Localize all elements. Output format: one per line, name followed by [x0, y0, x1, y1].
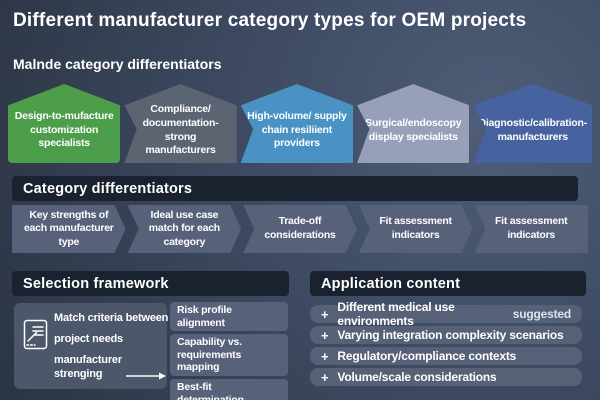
differentiator-steps-row: Key strengths of each manufacturer type … — [12, 205, 588, 253]
category-card-compliance: Compliance/ documentation-strong manufac… — [124, 84, 237, 163]
step-trade-off: Trade-off considerations — [243, 205, 357, 253]
framework-outputs-column: Risk profile alignment Capability vs. re… — [170, 302, 288, 400]
app-item-regulatory-contexts: + Regulatory/compliance contexts — [310, 347, 582, 365]
plus-icon: + — [321, 306, 329, 322]
criteria-line: Match criteria between — [54, 312, 169, 324]
manufacturer-category-row: Design-to-mufacture customization specia… — [8, 84, 593, 163]
output-risk-profile: Risk profile alignment — [170, 302, 288, 332]
app-item-text: Volume/scale considerations — [337, 370, 497, 384]
app-item-volume-scale: + Volume/scale considerations — [310, 368, 582, 386]
category-card-high-volume: High-volume/ supply chain resiliient pro… — [240, 84, 354, 163]
step-fit-assessment-1: Fit assessment indicators — [359, 205, 473, 253]
document-edit-icon — [23, 319, 48, 355]
right-arrow-icon — [126, 368, 166, 386]
plus-icon: + — [321, 327, 329, 343]
app-item-medical-environments: + Different medical use environments sug… — [310, 300, 582, 328]
step-key-strengths: Key strengths of each manufacturer type — [12, 205, 126, 253]
page-subtitle: Malnde category differentiators — [13, 56, 222, 72]
output-capability-mapping: Capability vs. requirements mapping — [170, 334, 288, 376]
suggested-note: suggested — [512, 307, 571, 321]
plus-icon: + — [321, 348, 329, 364]
app-item-text: Varying integration complexity scenarios — [337, 328, 564, 342]
match-criteria-text: Match criteria between project needs man… — [54, 312, 168, 382]
match-criteria-panel: Match criteria between project needs man… — [14, 303, 168, 389]
category-card-design-to-manufacture: Design-to-mufacture customization specia… — [8, 84, 121, 163]
selection-framework-header: Selection framework — [12, 271, 289, 296]
app-item-text: Regulatory/compliance contexts — [337, 349, 517, 363]
criteria-line: project needs — [54, 333, 123, 345]
step-ideal-use-case: Ideal use case match for each category — [128, 205, 242, 253]
application-content-list: + Different medical use environments sug… — [310, 300, 582, 386]
category-card-surgical-endoscopy: Surgical/endoscopy display specialists — [357, 84, 470, 163]
category-differentiators-header: Category differentiators — [12, 176, 578, 201]
criteria-line: manufacturer strenging — [54, 354, 122, 380]
app-item-integration-complexity: + Varying integration complexity scenari… — [310, 326, 582, 344]
category-card-diagnostic-calibration: Diagnostic/calibration- manufacturers — [473, 84, 593, 163]
page-title: Different manufacturer category types fo… — [13, 10, 527, 31]
app-item-text: Different medical use environments — [337, 300, 455, 328]
output-best-fit: Best-fit determination methodology — [170, 378, 288, 400]
application-content-header: Application content — [310, 271, 586, 296]
step-fit-assessment-2: Fit assessment indicators — [474, 205, 588, 253]
plus-icon: + — [321, 369, 329, 385]
